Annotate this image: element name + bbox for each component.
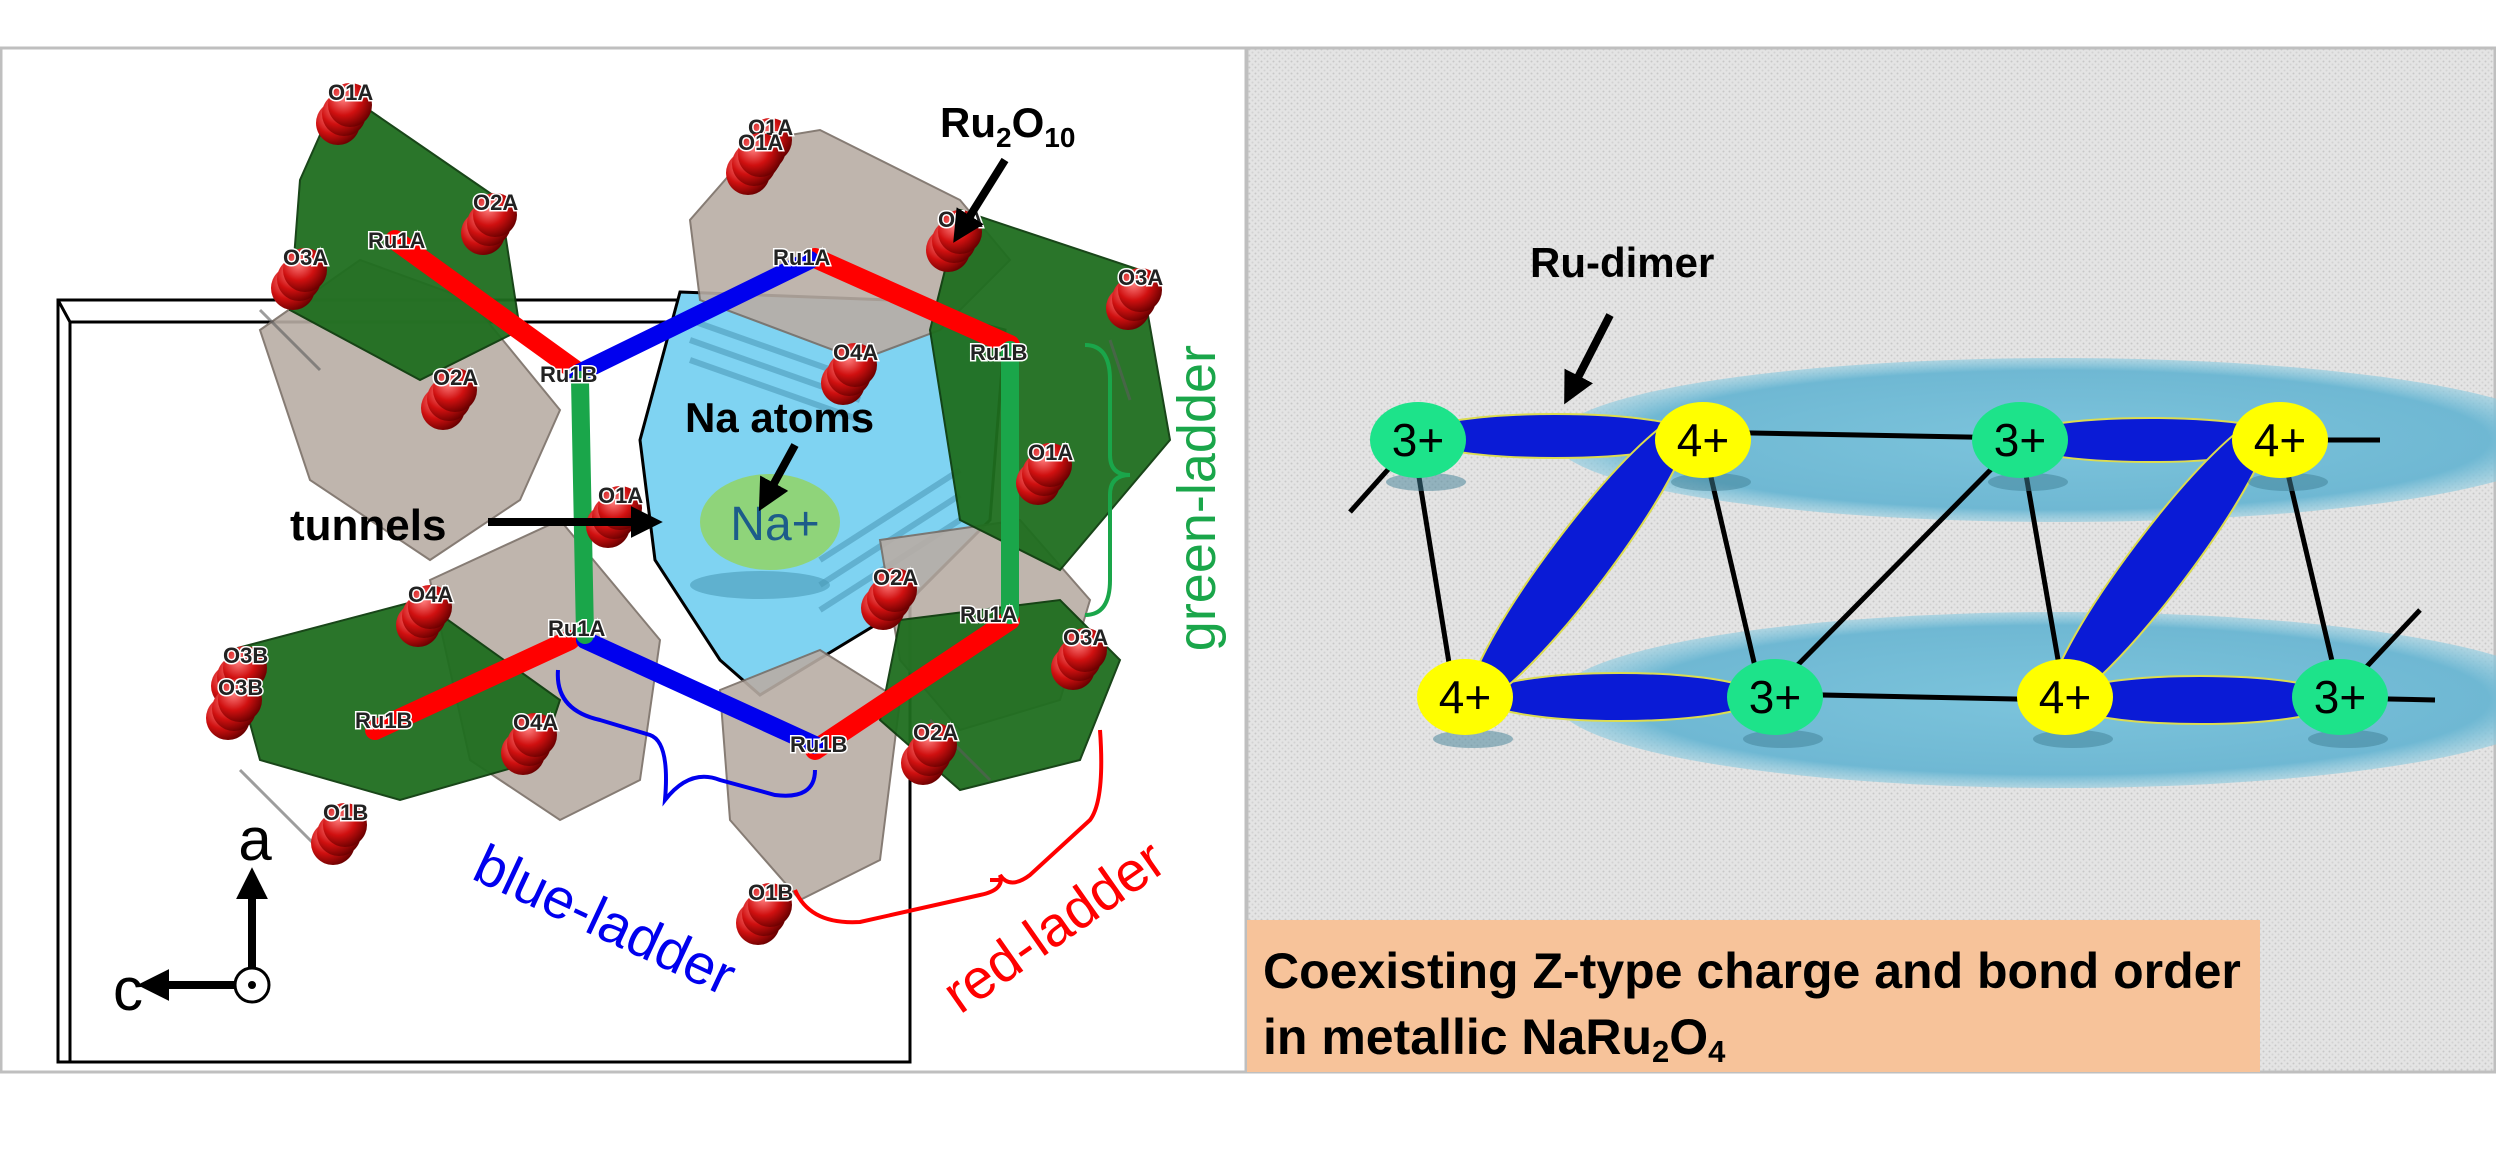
ru-ion: 3+	[1370, 402, 1466, 491]
caption-line-2: in metallic NaRu2O4	[1263, 1009, 1726, 1069]
green-ladder-label: green-ladder	[1167, 345, 1227, 651]
oxygen-atom: O3A	[271, 244, 330, 310]
oxygen-atom-label: O4A	[833, 340, 878, 365]
ru-ion-label: 4+	[2254, 414, 2306, 466]
oxygen-atom: O1A	[726, 129, 785, 195]
blue-ladder-brace	[555, 669, 817, 807]
oxygen-atom: O3A	[1051, 624, 1110, 690]
oxygen-atom: O1B	[736, 879, 795, 945]
ru-ion-label: 4+	[1677, 414, 1729, 466]
oxygen-atom: O3A	[1106, 264, 1165, 330]
oxygen-atom-label: O3B	[218, 675, 263, 700]
oxygen-atom: O2A	[421, 364, 480, 430]
oxygen-atom-label: O4A	[513, 710, 558, 735]
oxygen-atom: O1A	[1016, 439, 1075, 505]
na-ion	[700, 474, 840, 570]
oxygen-atom-label: O3A	[1118, 265, 1163, 290]
oxygen-atom: O2A	[861, 564, 920, 630]
oxygen-atom-label: O4A	[408, 582, 453, 607]
green-ladder-bonds	[571, 341, 1019, 644]
oxygen-atom: O4A	[396, 581, 455, 647]
oxygen-atom-label: O2A	[473, 190, 518, 215]
oxygen-atom-label: O1A	[598, 483, 643, 508]
ru-ion-label: 3+	[1392, 414, 1444, 466]
oxygen-atom: O2A	[461, 189, 520, 255]
ru2o10-arrow	[953, 157, 1009, 243]
oxygen-atom-label: O1B	[748, 880, 793, 905]
oxygen-atom: O1A	[316, 79, 375, 145]
red-ladder-bonds	[365, 230, 1020, 760]
green-ladder-brace	[1084, 343, 1131, 617]
right-panel-background	[1245, 46, 2496, 1074]
oxygen-atom: O1B	[311, 799, 370, 865]
ru-ion-label: 3+	[1749, 671, 1801, 723]
blue-ladder-bonds	[566, 251, 824, 754]
na-shadow	[690, 571, 830, 599]
oxygen-atom-label: O1A	[738, 130, 783, 155]
ru-ions: 3+ 4+ 3+ 4+ 4+ 3+ 4+ 3+	[1370, 402, 2388, 748]
ru-ion-label: 3+	[1994, 414, 2046, 466]
tunnels-label: tunnels	[290, 501, 446, 550]
ru-atom-label: Ru1B	[540, 362, 597, 387]
green-octahedra	[228, 88, 1172, 802]
ru-dimer-arrow	[1564, 313, 1614, 405]
ru-atom-label: Ru1A	[960, 602, 1018, 627]
caption-box: Coexisting Z-type charge and bond order …	[1247, 920, 2260, 1072]
ru-ion: 4+	[1655, 402, 1751, 491]
ru-atom-label: Ru1B	[790, 732, 847, 757]
oxygen-atom-label: O3A	[283, 245, 328, 270]
oxygen-atom: O4A	[821, 339, 880, 405]
ru-ion: 3+	[2292, 659, 2388, 748]
oxygen-atom-label: O3A	[1063, 625, 1108, 650]
ru-ion-label: 3+	[2314, 671, 2366, 723]
oxygen-atom-label: O1A	[328, 80, 373, 105]
caption-line-1: Coexisting Z-type charge and bond order	[1263, 943, 2241, 999]
ru-atom-label: Ru1A	[773, 245, 831, 270]
oxygen-atom: O3B	[206, 674, 265, 740]
ru-ion: 3+	[1972, 402, 2068, 491]
ru2o10-label: Ru2O10	[940, 99, 1075, 153]
oxygen-atom-label: O1A	[1028, 440, 1073, 465]
left-panel: Na+ O1A O1A O2A O3A O2A O1A O3A O4A O1A O2A O4A O3B…	[0, 46, 1248, 1074]
ru-atom-label: Ru1A	[548, 616, 606, 641]
axes-indicator: a c	[113, 806, 272, 1023]
ru-atom-label: Ru1A	[368, 228, 426, 253]
dimer-bottom-1	[1479, 672, 1761, 722]
ru-ion: 3+	[1727, 659, 1823, 748]
oxygen-atom-label: O1B	[323, 800, 368, 825]
oxygen-atom-label: O3B	[223, 643, 268, 668]
red-ladder-brace	[793, 729, 1104, 925]
ru-ion: 4+	[2232, 402, 2328, 491]
ru-ion: 4+	[2017, 659, 2113, 748]
ru-ion-label: 4+	[1439, 671, 1491, 723]
ru-ion-label: 4+	[2039, 671, 2091, 723]
axis-a-label: a	[238, 806, 272, 873]
na-atoms-label: Na atoms	[685, 394, 874, 441]
oxygen-atom: O2A	[901, 719, 960, 785]
ru-ion: 4+	[1417, 659, 1513, 748]
oxygen-atom: O4A	[501, 709, 560, 775]
ru-atom-label: Ru1B	[970, 340, 1027, 365]
oxygen-atom-label: O2A	[873, 565, 918, 590]
oxygen-atom-label: O2A	[433, 365, 478, 390]
right-panel: 3+ 4+ 3+ 4+ 4+ 3+ 4+ 3+ Ru-dimer	[1245, 46, 2496, 1074]
na-plus-label: Na+	[730, 498, 819, 551]
ru-atom-label: Ru1B	[355, 708, 412, 733]
oxygen-atom-label: O2A	[913, 720, 958, 745]
ru-dimer-label: Ru-dimer	[1530, 239, 1714, 286]
axis-c-label: c	[113, 956, 143, 1023]
ru-labels: Ru1A Ru1A Ru1B Ru1B Ru1A Ru1A Ru1B Ru1B	[354, 227, 1029, 759]
na-atoms-arrow	[758, 443, 799, 512]
